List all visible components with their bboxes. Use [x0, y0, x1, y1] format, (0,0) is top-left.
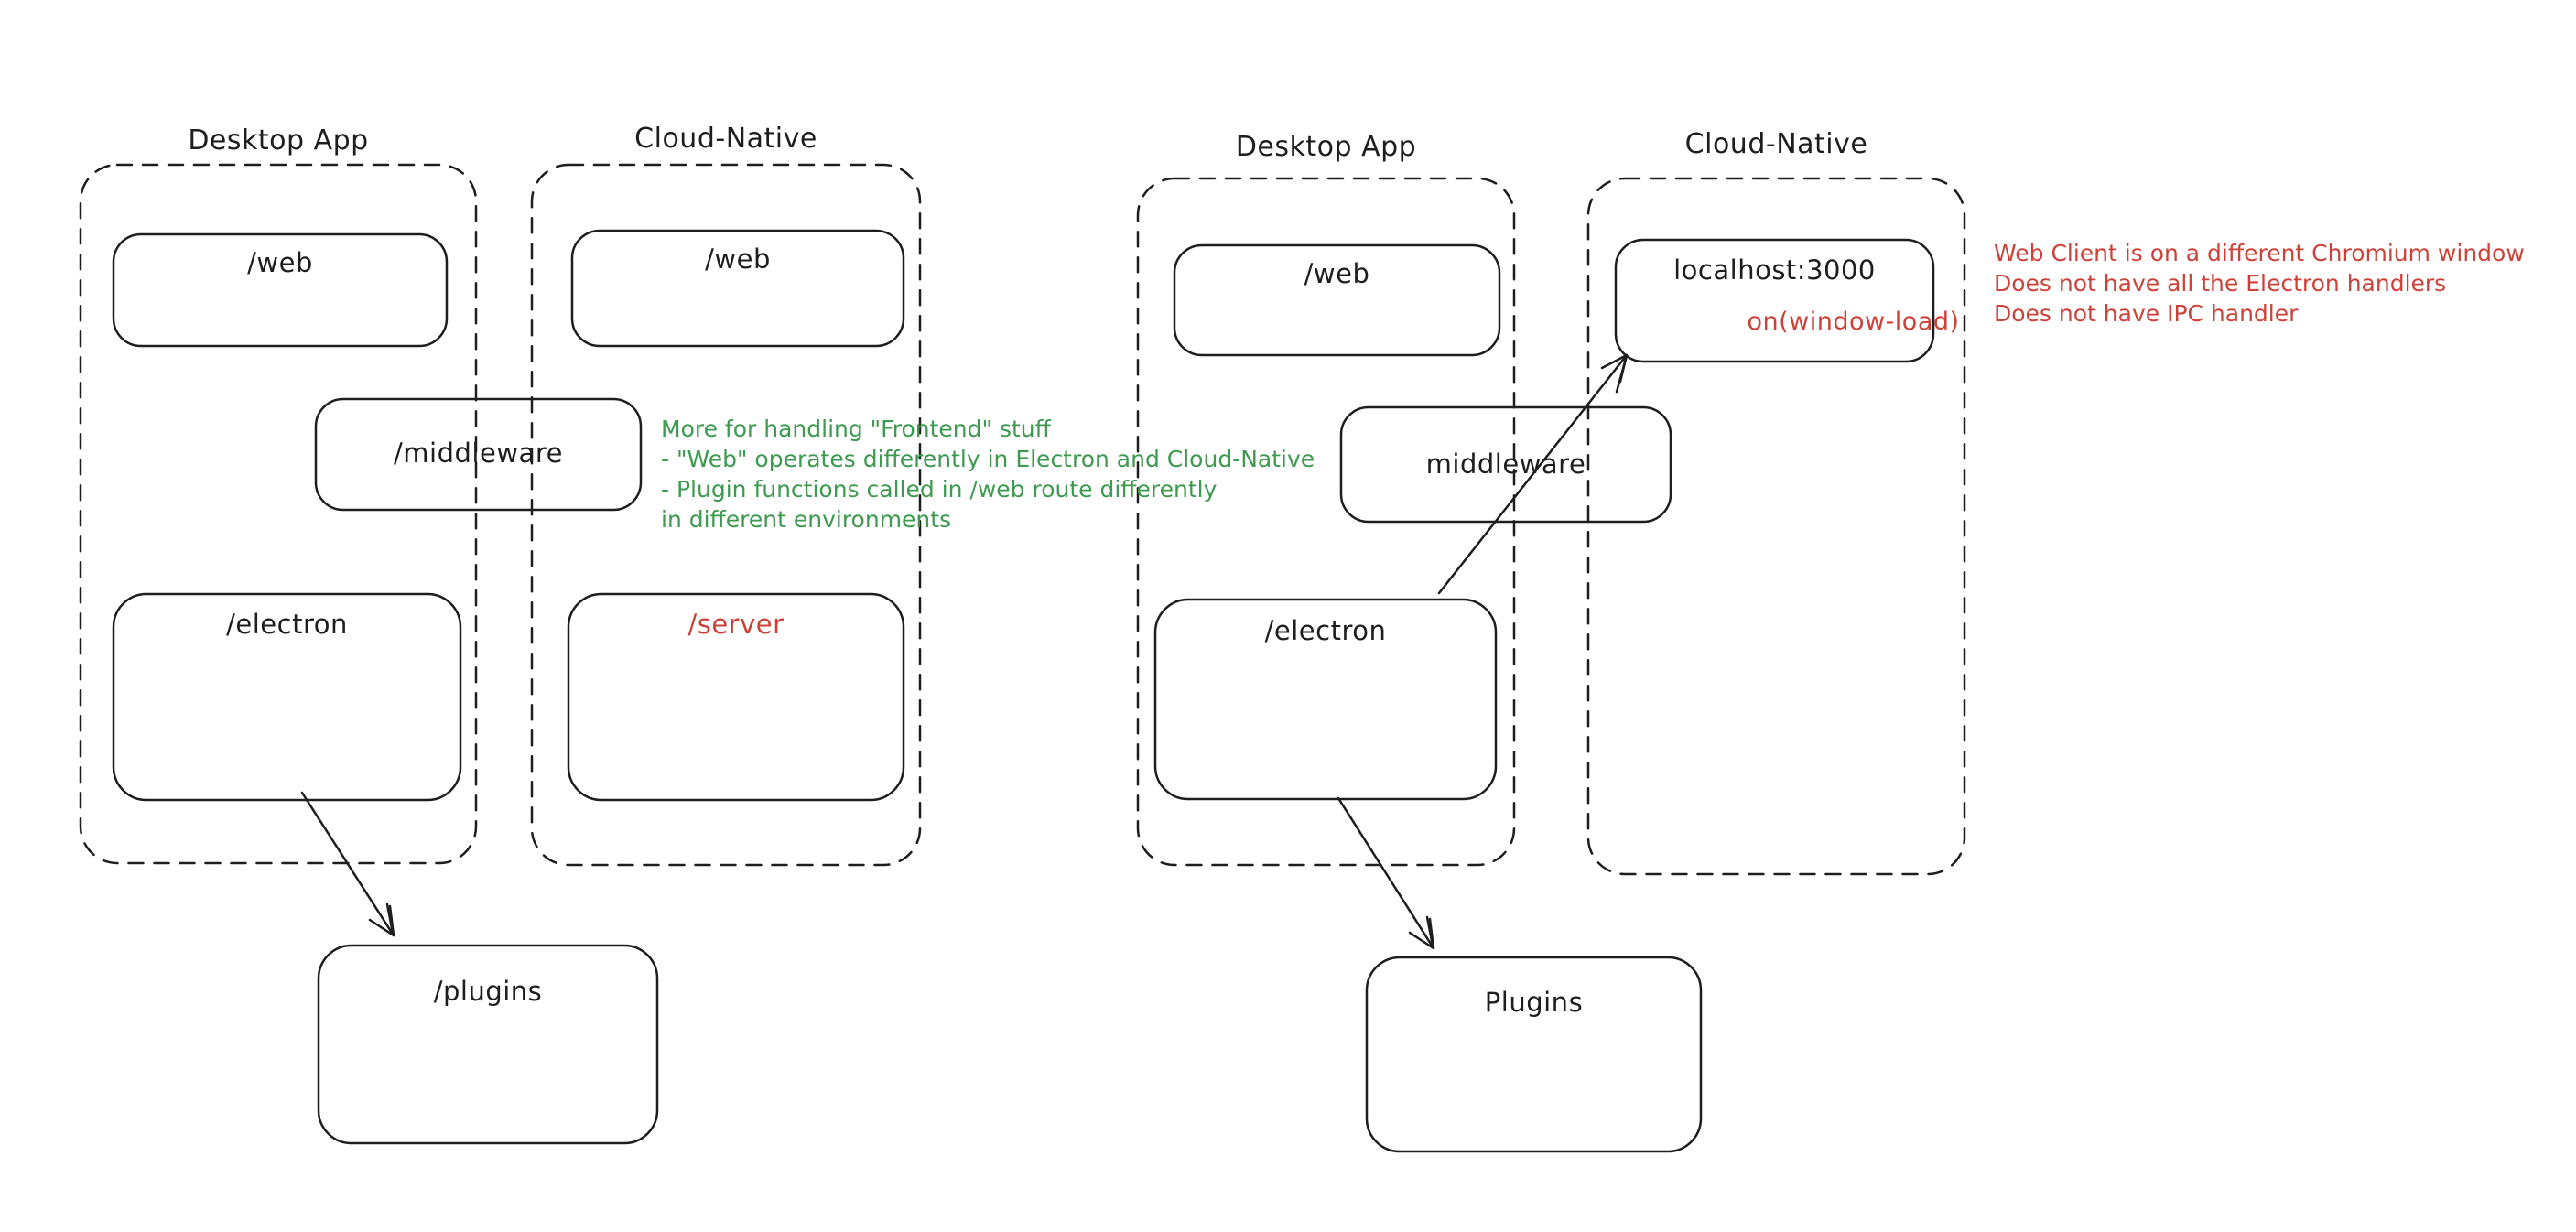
right-desktop-app-label: Desktop App — [1235, 131, 1417, 163]
right-web-desktop-label: /web — [1304, 258, 1370, 289]
left-middleware-box — [314, 397, 643, 512]
red-annotation: Web Client is on a different Chromium wi… — [1994, 238, 2525, 329]
left-web-cloud-box — [570, 229, 905, 348]
left-plugins-label: /plugins — [433, 976, 543, 1007]
right-electron-box — [1153, 598, 1498, 801]
right-electron-label: /electron — [1264, 615, 1387, 646]
green-annotation-line-3: - Plugin functions called in /web route … — [661, 476, 1218, 503]
left-cloud-container-outline — [530, 163, 922, 867]
right-web-desktop-box — [1173, 243, 1501, 357]
left-electron-label: /electron — [226, 609, 348, 640]
left-web-cloud-label: /web — [705, 243, 771, 275]
red-annotation-line-3: Does not have IPC handler — [1994, 300, 2299, 327]
green-annotation-line-1: More for handling "Frontend" stuff — [661, 416, 1051, 442]
left-electron-box — [112, 592, 462, 802]
left-server-label: /server — [687, 609, 785, 640]
right-on-window-load-label: on(window-load) — [1747, 308, 1960, 336]
right-plugins-label: Plugins — [1484, 987, 1584, 1018]
green-annotation: More for handling "Frontend" stuff - "We… — [661, 414, 1315, 535]
right-plugins-box — [1365, 956, 1703, 1153]
red-annotation-line-1: Web Client is on a different Chromium wi… — [1994, 240, 2525, 266]
left-server-box — [567, 592, 905, 802]
right-middleware-box — [1339, 405, 1672, 524]
left-web-desktop-label: /web — [247, 247, 313, 278]
right-middleware-label: middleware — [1425, 448, 1586, 480]
right-cloud-container-outline — [1586, 177, 1966, 876]
green-annotation-line-2: - "Web" operates differently in Electron… — [661, 446, 1315, 472]
left-desktop-app-label: Desktop App — [188, 124, 369, 157]
left-middleware-label: /middleware — [394, 438, 563, 469]
left-electron-to-plugins-arrow — [300, 791, 395, 937]
right-electron-to-plugins-arrow — [1337, 796, 1435, 950]
left-web-desktop-box — [112, 232, 449, 348]
right-localhost-box — [1614, 238, 1935, 363]
red-annotation-line-2: Does not have all the Electron handlers — [1994, 270, 2447, 297]
green-annotation-line-4: in different environments — [661, 506, 952, 533]
right-localhost-label: localhost:3000 — [1673, 254, 1876, 286]
left-cloud-native-label: Cloud-Native — [634, 123, 817, 155]
right-electron-to-localhost-arrow — [1437, 353, 1629, 595]
left-plugins-box — [317, 944, 659, 1145]
right-cloud-native-label: Cloud-Native — [1684, 128, 1868, 160]
left-desktop-container-outline — [79, 163, 478, 865]
